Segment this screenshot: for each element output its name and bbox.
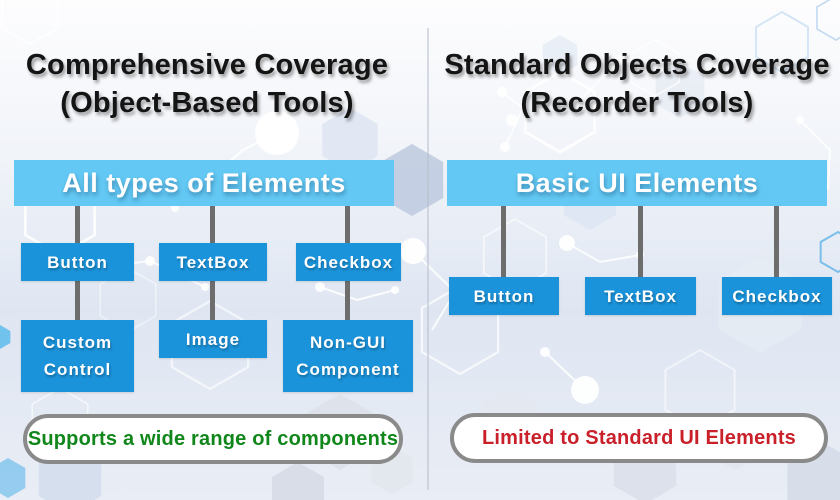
- right-title-line2: (Recorder Tools): [520, 87, 754, 119]
- connector-line: [345, 281, 350, 320]
- node-box-checkbox-left: Checkbox: [296, 243, 401, 281]
- right-footnote-text: Limited to Standard UI Elements: [481, 426, 797, 449]
- node-label: TextBox: [604, 286, 677, 306]
- node-label: Image: [185, 329, 241, 349]
- node-box-textbox-right: TextBox: [585, 277, 696, 315]
- node-label: TextBox: [176, 252, 250, 272]
- node-box-image: Image: [159, 320, 267, 358]
- left-panel-title: Comprehensive Coverage (Object-Based Too…: [0, 46, 414, 122]
- node-box-textbox-left: TextBox: [159, 243, 267, 281]
- node-label: Custom Control: [42, 333, 113, 379]
- node-box-button-right: Button: [449, 277, 559, 315]
- node-box-checkbox-right: Checkbox: [722, 277, 832, 315]
- right-header-label: Basic UI Elements: [515, 167, 759, 198]
- left-title-line2: (Object-Based Tools): [60, 87, 354, 119]
- node-label: Checkbox: [303, 252, 394, 272]
- connector-line: [75, 281, 80, 320]
- connector-line: [345, 206, 350, 243]
- right-footnote-pill: Limited to Standard UI Elements: [450, 413, 828, 463]
- right-panel-title: Standard Objects Coverage (Recorder Tool…: [434, 46, 840, 122]
- node-label: Checkbox: [732, 286, 822, 306]
- left-title-line1: Comprehensive Coverage: [25, 49, 389, 81]
- node-label: Button: [47, 252, 108, 272]
- connector-line: [75, 206, 80, 243]
- left-header-label: All types of Elements: [62, 167, 346, 198]
- connector-line: [774, 206, 779, 277]
- left-header-bar: All types of Elements: [14, 160, 394, 206]
- connector-line: [501, 206, 506, 277]
- left-footnote-pill: Supports a wide range of components: [23, 414, 403, 464]
- node-label: Non-GUI Component: [296, 333, 400, 379]
- connector-line: [210, 281, 215, 320]
- connector-line: [638, 206, 643, 277]
- node-label: Button: [473, 286, 535, 306]
- right-title-line1: Standard Objects Coverage: [444, 49, 830, 81]
- node-box-non-gui-component: Non-GUI Component: [283, 320, 413, 392]
- left-footnote-text: Supports a wide range of components: [27, 427, 399, 450]
- center-divider: [427, 28, 429, 490]
- connector-line: [210, 206, 215, 243]
- node-box-button-left: Button: [21, 243, 134, 281]
- node-box-custom-control: Custom Control: [21, 320, 134, 392]
- right-header-bar: Basic UI Elements: [447, 160, 827, 206]
